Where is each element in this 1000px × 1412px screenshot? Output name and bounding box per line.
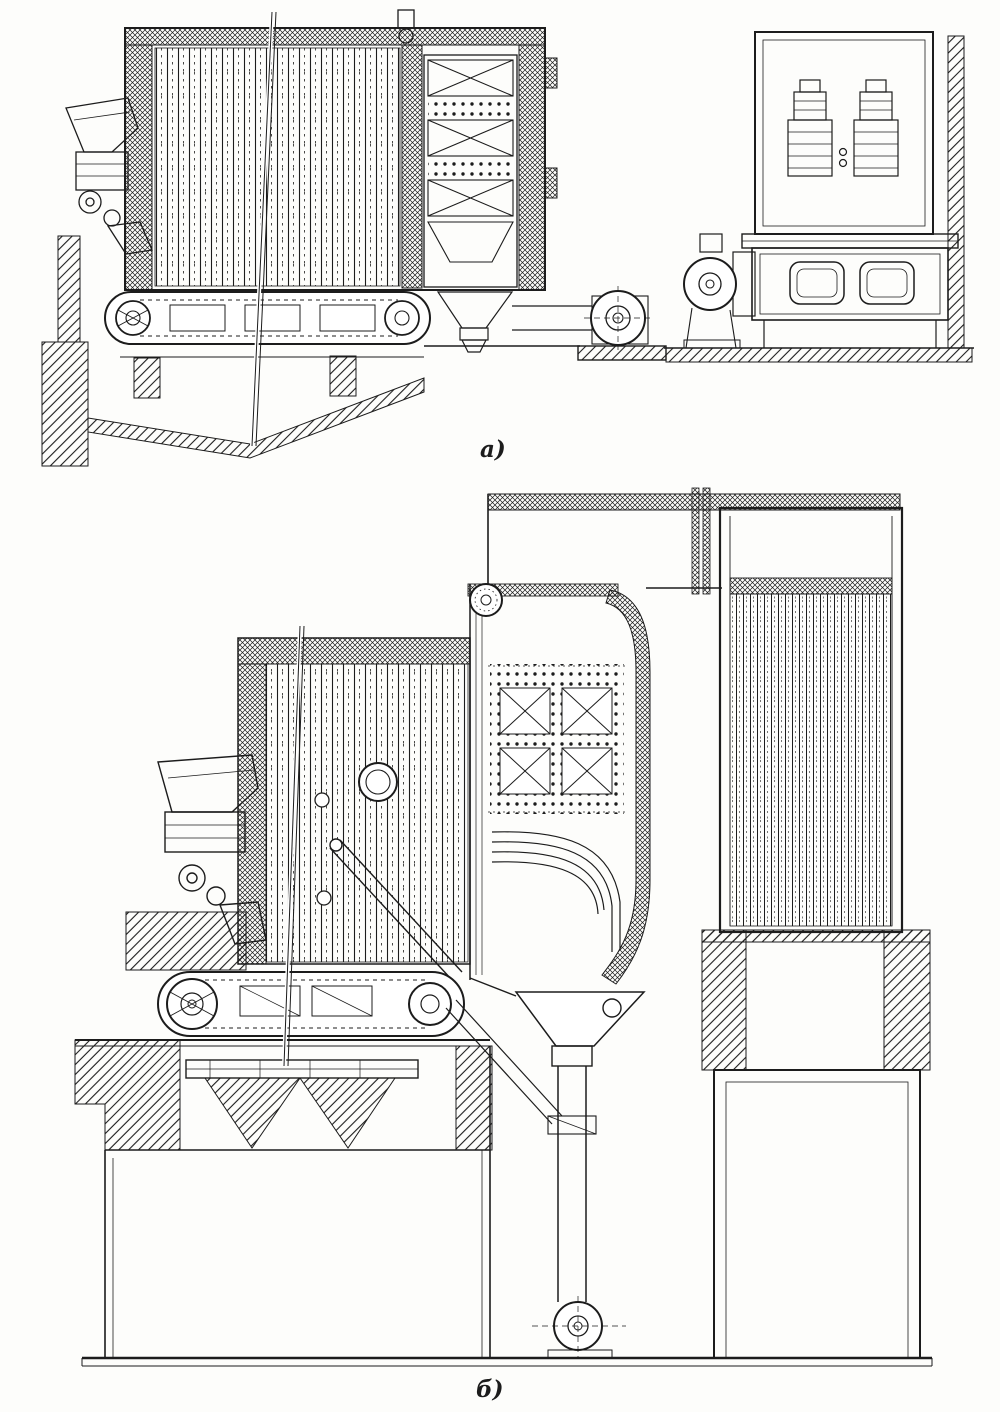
casing-front	[754, 31, 934, 235]
figure-b-label: б)	[476, 1376, 504, 1403]
boiler-body-b	[467, 583, 651, 1067]
downcomer-pipes	[491, 831, 621, 952]
left-pier	[74, 1039, 181, 1151]
superheater-x-braces	[499, 687, 613, 795]
figure-a-end-view	[664, 31, 974, 363]
duct-joint-flange	[691, 487, 700, 595]
lower-drum	[602, 998, 622, 1018]
furnace-diagonal-pipe	[329, 838, 463, 981]
air-heater-tube-field	[729, 593, 893, 927]
tube-bundle-x2	[427, 119, 514, 157]
ash-hoppers-b	[185, 1059, 419, 1149]
damper-upper	[544, 57, 558, 89]
grate-foot-left	[133, 357, 161, 399]
flue-duct-top	[487, 487, 901, 595]
foundation-and-basement-b	[74, 911, 493, 1358]
masonry-block-front	[125, 911, 247, 971]
rear-sprocket-b	[408, 982, 452, 1026]
rear-sprocket-a	[384, 300, 420, 336]
steam-outlet-a	[397, 9, 415, 44]
furnace-tube-bank-b	[265, 663, 469, 963]
figure-b-side-view	[74, 487, 933, 1367]
tube-bundle-x3	[427, 179, 514, 217]
ground-strip-end-view	[665, 347, 973, 363]
ash-hopper-a	[436, 291, 592, 353]
manhole	[358, 762, 398, 802]
lower-frame-front	[741, 233, 959, 348]
tie-line-a	[250, 11, 277, 447]
air-heater-block	[718, 506, 904, 934]
chain-grate-a	[104, 291, 431, 399]
ground-line	[81, 1356, 933, 1367]
air-heater-support-piers	[701, 929, 931, 1359]
tie-line-b	[282, 625, 305, 1067]
bottom-fan	[532, 1296, 626, 1359]
chain-grate-b	[157, 971, 465, 1037]
coal-feeder-b	[157, 754, 267, 945]
figure-a-label: а)	[480, 436, 506, 463]
grate-foot-right	[329, 355, 357, 397]
figure-a-side-view	[41, 9, 667, 467]
steam-drum	[469, 583, 503, 617]
damper-lower	[544, 167, 558, 199]
front-sprocket-b	[166, 978, 218, 1030]
boiler-right-wall	[601, 589, 651, 985]
convective-pass-a	[423, 54, 518, 288]
furnace-b	[237, 637, 471, 981]
foundation-masonry-a	[41, 235, 667, 467]
duct-joint-flange	[702, 487, 711, 595]
ash-downpipe	[445, 999, 597, 1302]
front-sprocket-a	[115, 300, 151, 336]
coal-feeder-a	[65, 97, 153, 255]
tube-bundle-x1	[427, 59, 514, 97]
boiler-casing-a	[124, 27, 558, 291]
pedestal	[713, 1069, 921, 1359]
fan-front-view	[683, 233, 756, 349]
right-basement-column	[455, 1045, 493, 1151]
induced-draft-fan-a	[584, 286, 654, 350]
drum-stacks-front	[787, 79, 899, 177]
right-wall-column	[947, 35, 965, 349]
furnace-tube-bank-a	[154, 47, 401, 287]
boiler-bottom-hopper	[514, 991, 646, 1047]
